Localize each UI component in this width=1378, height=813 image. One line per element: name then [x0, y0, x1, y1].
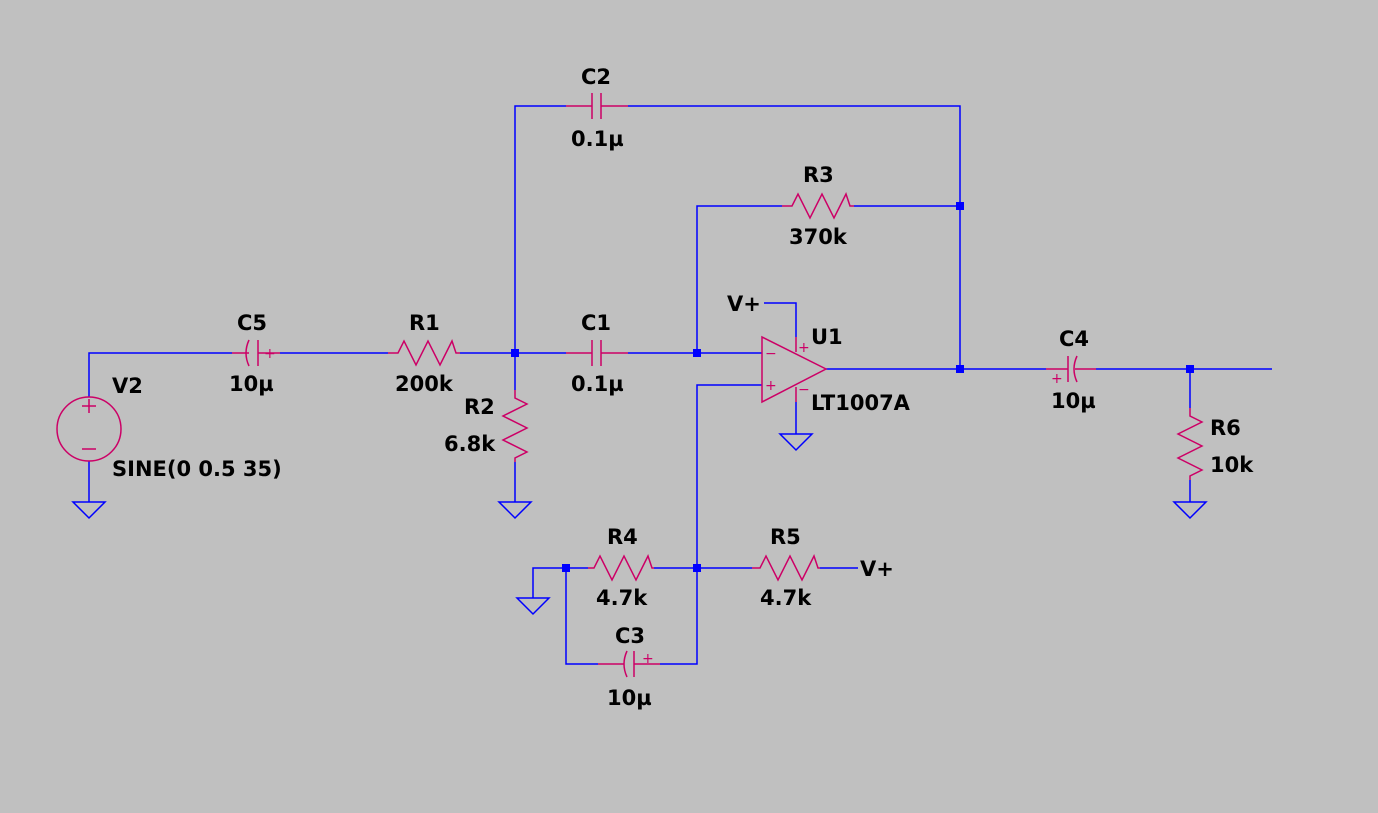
wire-c3-right[interactable] [660, 568, 698, 665]
resistor-icon [388, 339, 460, 367]
wire-node-c2[interactable] [514, 105, 566, 353]
resistor-icon [782, 192, 854, 220]
wire-c3-left[interactable] [565, 568, 598, 665]
component-r6[interactable]: R6 10k [1176, 408, 1254, 480]
junction-node-a [511, 349, 519, 357]
junction-r6 [1186, 365, 1194, 373]
c2-value: 0.1µ [571, 127, 624, 151]
junction-left [562, 564, 570, 572]
r1-ref: R1 [409, 311, 440, 335]
component-r5[interactable]: R5 4.7k [752, 525, 820, 610]
u1-minus-mark: − [765, 346, 777, 362]
c3-value: 10µ [607, 686, 652, 710]
c5-plus-mark: + [264, 346, 276, 362]
r2-ref: R2 [464, 395, 495, 419]
u1-plus-mark: + [765, 378, 777, 394]
c4-ref: C4 [1059, 327, 1089, 351]
component-r1[interactable]: R1 200k [388, 311, 460, 396]
resistor-icon [1176, 408, 1204, 480]
r5-value: 4.7k [760, 586, 812, 610]
c4-value: 10µ [1051, 389, 1096, 413]
wires [88, 105, 1272, 665]
r3-ref: R3 [803, 163, 834, 187]
component-r3[interactable]: R3 370k [782, 163, 854, 249]
c1-ref: C1 [581, 311, 611, 335]
r5-ref: R5 [770, 525, 801, 549]
junction-r3-out [956, 202, 964, 210]
ground-icon-r6 [1172, 501, 1208, 520]
c3-plus-mark: + [642, 651, 654, 667]
r2-value: 6.8k [444, 432, 496, 456]
junctions [511, 202, 1194, 572]
component-r2[interactable]: R2 6.8k [444, 390, 529, 462]
v2-ref: V2 [112, 374, 143, 398]
capacitor-icon [623, 650, 628, 678]
junction-node-b [693, 349, 701, 357]
component-c1[interactable]: C1 0.1µ [566, 311, 628, 396]
component-u1[interactable]: − + + − U1 LT1007A [761, 325, 911, 415]
u1-value: LT1007A [811, 391, 911, 415]
r4-ref: R4 [607, 525, 638, 549]
wire-c2-out[interactable] [628, 105, 961, 369]
wire-left-gnd[interactable] [532, 567, 566, 598]
wire-noninv-bias[interactable] [696, 384, 762, 568]
component-r4[interactable]: R4 4.7k [588, 525, 654, 610]
c3-ref: C3 [615, 624, 645, 648]
component-c5[interactable]: + C5 10µ [229, 311, 280, 396]
c1-value: 0.1µ [571, 372, 624, 396]
r3-value: 370k [789, 225, 848, 249]
r1-value: 200k [395, 372, 454, 396]
r6-ref: R6 [1210, 416, 1241, 440]
net-label-vplus-right: V+ [860, 557, 894, 581]
wire-nodeb-r3[interactable] [696, 205, 782, 353]
u1-supply-plus-mark: + [798, 340, 810, 356]
r4-value: 4.7k [596, 586, 648, 610]
r6-value: 10k [1210, 453, 1254, 477]
component-c4[interactable]: + C4 10µ [1046, 327, 1096, 413]
resistor-icon [501, 390, 529, 462]
capacitor-icon [245, 339, 250, 367]
opamp-icon [761, 335, 828, 404]
ground-icon-u1 [778, 433, 814, 452]
u1-ref: U1 [811, 325, 843, 349]
c5-ref: C5 [237, 311, 267, 335]
ground-icon-r2 [497, 501, 533, 520]
v2-value: SINE(0 0.5 35) [112, 457, 282, 481]
voltage-source-icon [56, 396, 122, 462]
resistor-icon [588, 554, 654, 582]
c5-value: 10µ [229, 372, 274, 396]
junction-out [956, 365, 964, 373]
u1-supply-minus-mark: − [798, 382, 810, 398]
ground-symbols [71, 433, 1208, 616]
component-c3[interactable]: + C3 10µ [598, 624, 660, 710]
resistor-icon [752, 554, 820, 582]
junction-bias [693, 564, 701, 572]
component-v2[interactable]: V2 SINE(0 0.5 35) [56, 374, 282, 481]
wire-vplus-supply[interactable] [764, 302, 797, 337]
c4-plus-mark: + [1051, 371, 1063, 387]
component-c2[interactable]: C2 0.1µ [566, 65, 628, 151]
net-label-vplus-top: V+ [727, 292, 761, 316]
ground-icon-r4 [515, 597, 551, 616]
c2-ref: C2 [581, 65, 611, 89]
wire-v2-c5[interactable] [88, 352, 232, 397]
ground-icon-v2 [71, 501, 107, 520]
